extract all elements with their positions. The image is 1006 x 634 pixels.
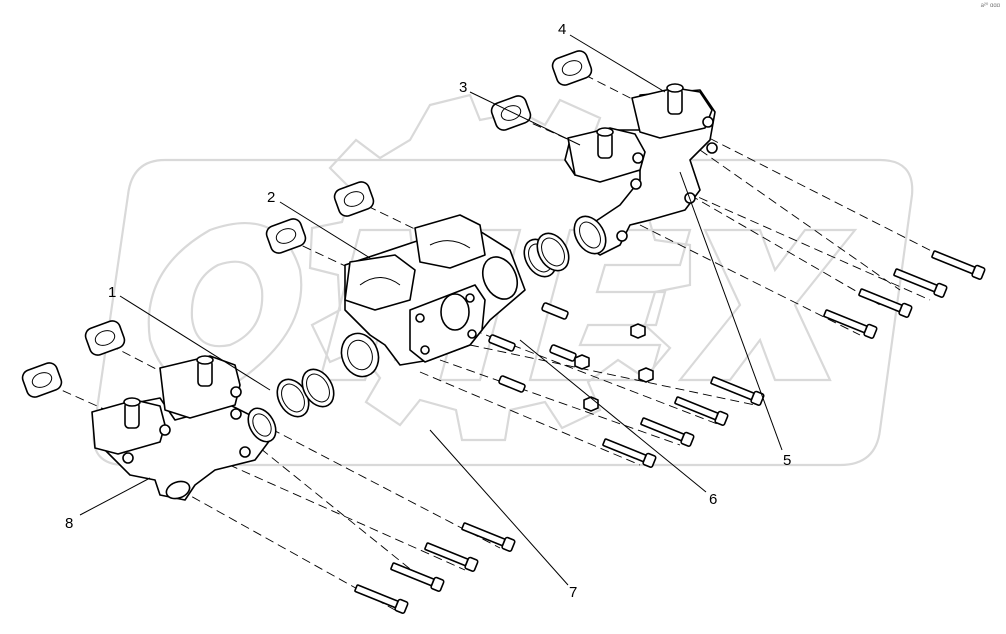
callout-2: 2 <box>267 189 275 206</box>
center-manifold <box>340 214 526 378</box>
bolt <box>858 288 913 318</box>
bolt <box>390 562 445 592</box>
stud <box>498 375 526 393</box>
watermark-plate <box>92 158 914 467</box>
nut <box>630 323 646 339</box>
bolt <box>710 376 765 406</box>
bolt <box>602 438 657 468</box>
callout-1: 1 <box>108 284 116 301</box>
nut <box>583 396 599 412</box>
bolt <box>893 268 948 298</box>
watermark-letter-x <box>677 228 858 382</box>
bolt <box>354 584 409 614</box>
upper-manifold <box>564 83 718 256</box>
stud <box>549 344 577 362</box>
gasket <box>333 181 375 217</box>
gasket <box>21 362 63 398</box>
callout-4: 4 <box>558 21 566 38</box>
sealing-ring <box>536 232 570 272</box>
callout-3: 3 <box>459 79 467 96</box>
bolt <box>461 522 516 552</box>
leader-lines <box>79 34 783 586</box>
drawing-code: a²⁰ ɑɑɑ <box>980 3 1000 9</box>
stud <box>541 302 569 320</box>
callout-5: 5 <box>783 452 791 469</box>
nuts <box>574 323 654 412</box>
gasket-group <box>21 50 593 398</box>
bolts <box>354 250 986 614</box>
studs <box>488 302 577 393</box>
bolt <box>931 250 986 280</box>
stud <box>488 334 516 352</box>
watermark-letter-e <box>528 228 692 382</box>
gasket <box>84 320 126 356</box>
callout-6: 6 <box>709 491 717 508</box>
gasket <box>490 95 532 131</box>
lower-manifold <box>91 355 277 501</box>
callout-8: 8 <box>65 515 73 532</box>
gasket <box>265 218 307 254</box>
gasket <box>551 50 593 86</box>
sealing-rings <box>276 232 570 418</box>
bolt <box>640 417 695 447</box>
nut <box>638 367 654 383</box>
nut <box>574 354 590 370</box>
callout-7: 7 <box>569 584 577 601</box>
bolt <box>424 542 479 572</box>
bolt <box>674 396 729 426</box>
bolt <box>823 309 878 339</box>
callouts: 4 3 2 1 5 6 7 8 <box>65 21 791 601</box>
sealing-ring <box>301 368 335 408</box>
